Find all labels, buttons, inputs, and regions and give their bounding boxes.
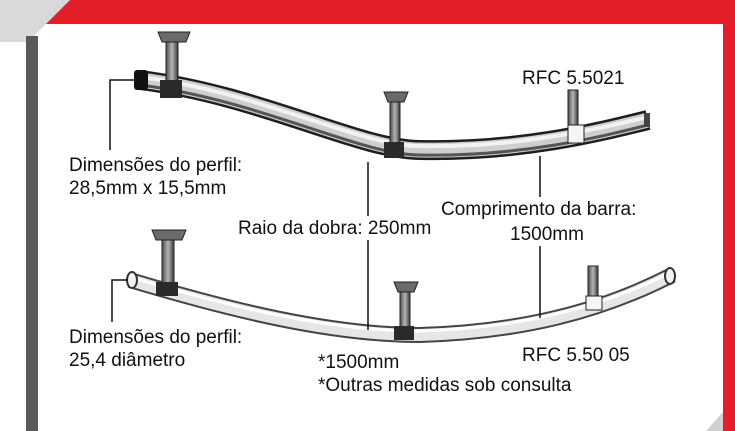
bar-length-value: 1500mm (510, 224, 584, 245)
bracket-top-left (157, 31, 191, 98)
bracket-top-right (567, 89, 585, 144)
length-note: *1500mm (318, 352, 400, 373)
leader-lines (109, 79, 541, 330)
leader-top-profile (109, 79, 138, 150)
rail-tube-end-right (664, 267, 676, 285)
other-sizes-note: *Outras medidas sob consulta (318, 375, 572, 396)
top-profile-value: 28,5mm x 15,5mm (69, 178, 227, 199)
top-profile-title: Dimensões do perfil: (69, 155, 243, 176)
bottom-profile-value: 25,4 diâmetro (69, 350, 186, 371)
bend-radius-label: Raio da dobra: 250mm (238, 218, 432, 239)
red-right-band (723, 24, 735, 431)
gray-bottom-corner (706, 412, 723, 431)
top-product-code: RFC 5.5021 (522, 68, 625, 89)
bracket-top-middle (383, 91, 409, 158)
leader-bottom-profile (111, 279, 128, 322)
bracket-bottom-right (585, 265, 603, 311)
bottom-profile-title: Dimensões do perfil: (69, 327, 243, 348)
gray-left-bar (26, 36, 38, 431)
rail-flat-top (134, 70, 651, 161)
gray-corner-shade (0, 0, 70, 42)
bottom-product-code: RFC 5.50 05 (522, 345, 630, 366)
red-top-band (0, 0, 735, 32)
bracket-bottom-left (151, 229, 187, 296)
bracket-bottom-middle (393, 281, 419, 340)
rail-tube-end-left (126, 271, 138, 289)
rail-end-cap (134, 70, 148, 90)
bar-length-title: Comprimento da barra: (441, 199, 637, 220)
